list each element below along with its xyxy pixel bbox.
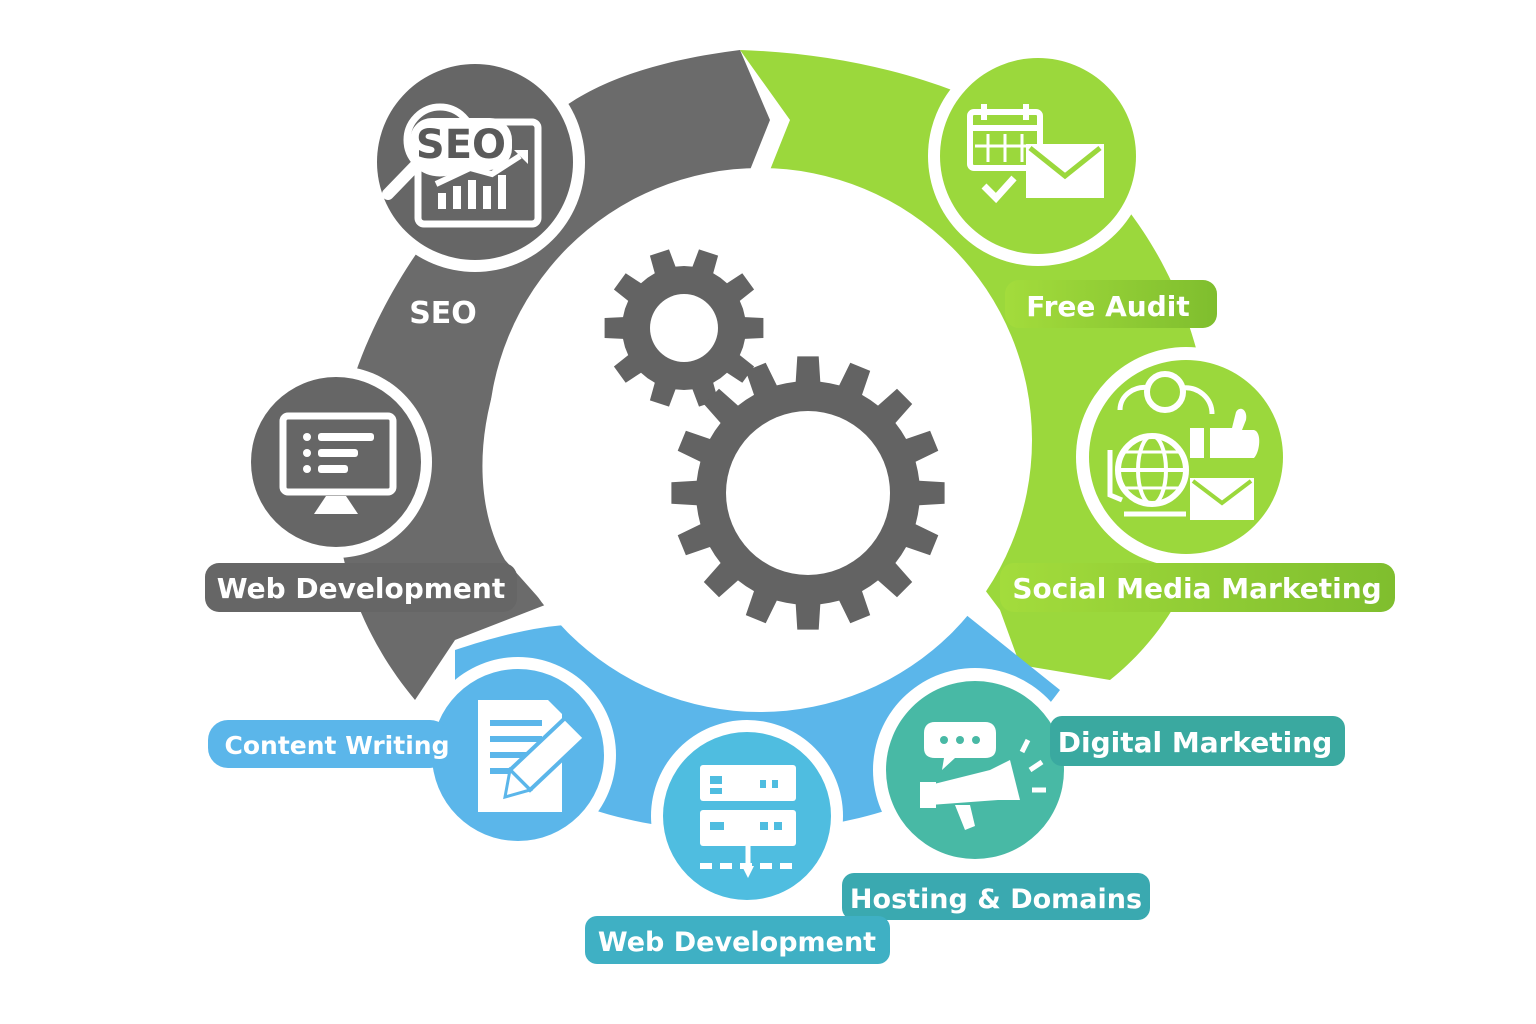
badge-free-audit: Free Audit [1005,280,1217,328]
large-gear-hole [726,411,890,575]
badge-digital-marketing: Digital Marketing [1050,716,1345,766]
badge-web-development-left: Web Development [205,563,517,612]
social-globe-icon [1107,371,1260,520]
badge-social-media-marketing: Social Media Marketing [1000,563,1395,612]
social-media-circle [1076,347,1296,567]
label-digital-marketing: Digital Marketing [1058,726,1333,759]
label-hosting-domains: Hosting & Domains [850,884,1142,915]
label-seo: SEO [409,296,477,331]
digital-marketing-circle [873,668,1077,872]
label-web-development-bottom: Web Development [598,927,876,958]
megaphone-chat-icon [920,722,1046,830]
badge-content-writing: Content Writing [208,720,450,768]
badge-hosting-domains: Hosting & Domains [842,873,1150,920]
seo-analytics-icon: SEO [382,103,542,228]
gears-icon [604,249,945,630]
content-writing-circle [420,657,616,853]
hosting-circle [651,720,843,912]
server-network-icon [700,765,796,878]
gray-ring-segment [335,50,770,700]
document-pen-icon [478,700,588,812]
small-gear-hole [650,294,718,362]
web-development-circle [240,366,432,558]
calendar-email-icon [967,104,1104,204]
seo-circle: SEO [365,52,585,272]
badge-web-development-bottom: Web Development [585,916,890,964]
monitor-list-icon [279,412,397,514]
label-free-audit: Free Audit [1026,290,1190,323]
label-content-writing: Content Writing [225,731,450,760]
label-web-development-left: Web Development [217,572,506,605]
free-audit-circle [928,46,1148,266]
seo-badge-text: SEO [416,122,506,168]
label-social-media-marketing: Social Media Marketing [1012,572,1381,605]
